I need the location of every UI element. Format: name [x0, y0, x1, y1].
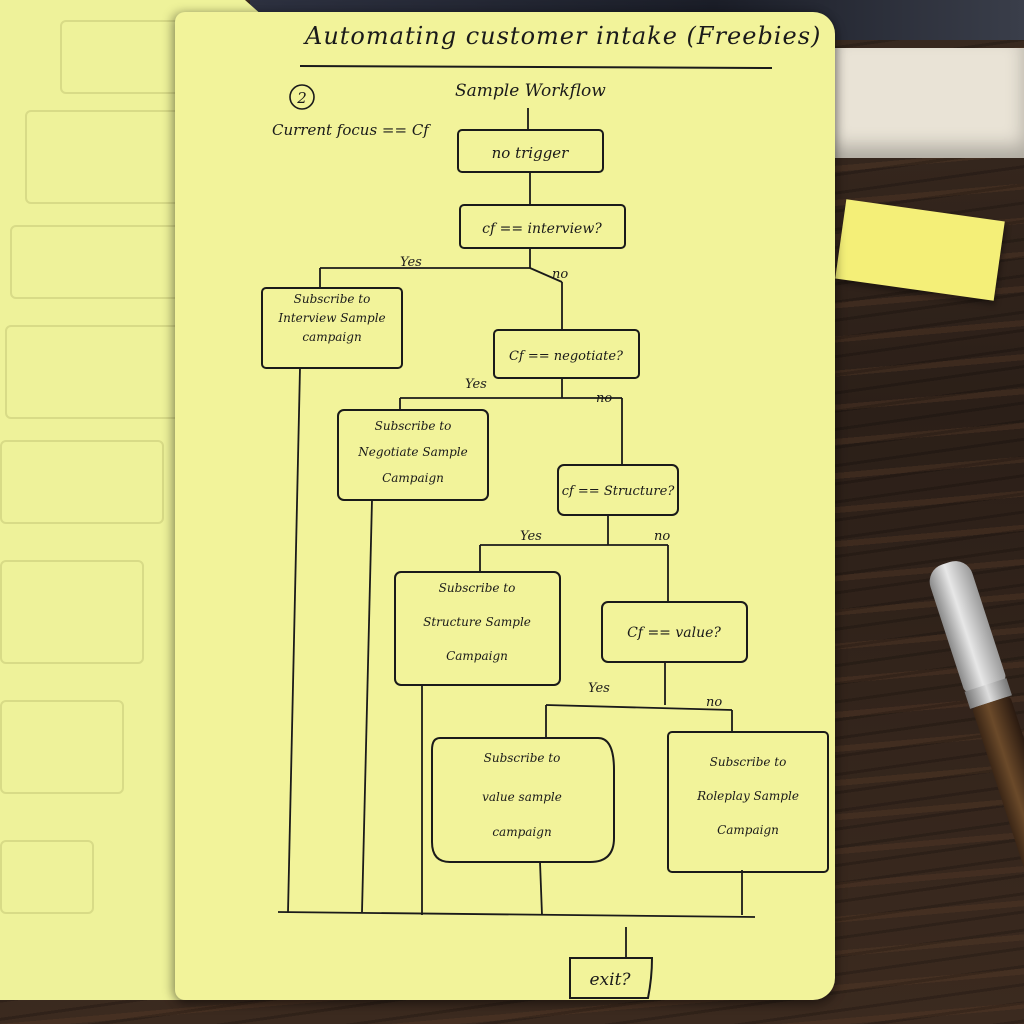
node-sub-value	[431, 737, 615, 863]
node-sub-structure-line: Campaign	[446, 649, 508, 663]
section-number: 2	[296, 89, 307, 107]
node-sub-roleplay-line: Campaign	[717, 823, 779, 837]
node-sub-roleplay-line: Roleplay Sample	[696, 789, 799, 803]
node-sub-negotiate-line: Subscribe to	[375, 419, 452, 433]
node-sub-interview-line: Interview Sample	[277, 311, 385, 325]
node-q-value-label: Cf == value?	[627, 625, 721, 641]
node-q-interview	[459, 204, 626, 249]
branch-no-label: no	[654, 529, 670, 544]
node-q-negotiate-label: Cf == negotiate?	[509, 349, 624, 364]
section-number-circle	[289, 84, 315, 110]
node-sub-interview-line: campaign	[302, 330, 361, 344]
node-sub-negotiate-line: Negotiate Sample	[357, 445, 467, 459]
node-sub-structure	[394, 571, 561, 686]
node-sub-roleplay-line: Subscribe to	[710, 755, 787, 769]
branch-yes-label: Yes	[520, 529, 542, 544]
title-underline	[299, 65, 773, 69]
node-trigger-label: no trigger	[492, 144, 570, 162]
node-q-interview-label: cf == interview?	[482, 221, 602, 237]
node-sub-interview	[261, 287, 403, 369]
focus-note: Current focus == Cf	[272, 121, 431, 139]
node-boxes	[261, 129, 829, 999]
branch-yes-label: Yes	[588, 681, 610, 696]
branch-yes-label: Yes	[465, 377, 487, 392]
node-sub-structure-line: Structure Sample	[423, 615, 531, 629]
notebook-page	[175, 12, 835, 1000]
node-q-structure	[557, 464, 679, 516]
node-sub-negotiate-line: Campaign	[382, 471, 444, 485]
node-q-value	[601, 601, 748, 663]
node-sub-value-line: Subscribe to	[484, 751, 561, 765]
ghost-box	[0, 700, 124, 794]
node-q-negotiate	[493, 329, 640, 379]
workflow-title: Sample Workflow	[455, 81, 606, 101]
branch-no-label: no	[552, 267, 568, 282]
node-sub-value-line: value sample	[482, 790, 562, 804]
node-sub-roleplay	[667, 731, 829, 873]
node-sub-interview-line: Subscribe to	[294, 292, 371, 306]
node-trigger	[457, 129, 604, 173]
ghost-box	[0, 840, 94, 914]
node-sub-value-line: campaign	[492, 825, 551, 839]
node-exit-label: exit?	[589, 970, 631, 990]
node-exit	[569, 957, 654, 999]
node-sub-negotiate	[337, 409, 489, 501]
ghost-box	[0, 560, 144, 664]
connectors	[277, 108, 756, 958]
ghost-box	[0, 440, 164, 524]
branch-yes-label: Yes	[400, 255, 422, 270]
page-title: Automating customer intake (Freebies)	[305, 22, 822, 50]
background-shelf	[830, 48, 1024, 158]
branch-no-label: no	[596, 391, 612, 406]
branch-no-label: no	[706, 695, 722, 710]
node-q-structure-label: cf == Structure?	[562, 484, 676, 499]
node-sub-structure-line: Subscribe to	[439, 581, 516, 595]
